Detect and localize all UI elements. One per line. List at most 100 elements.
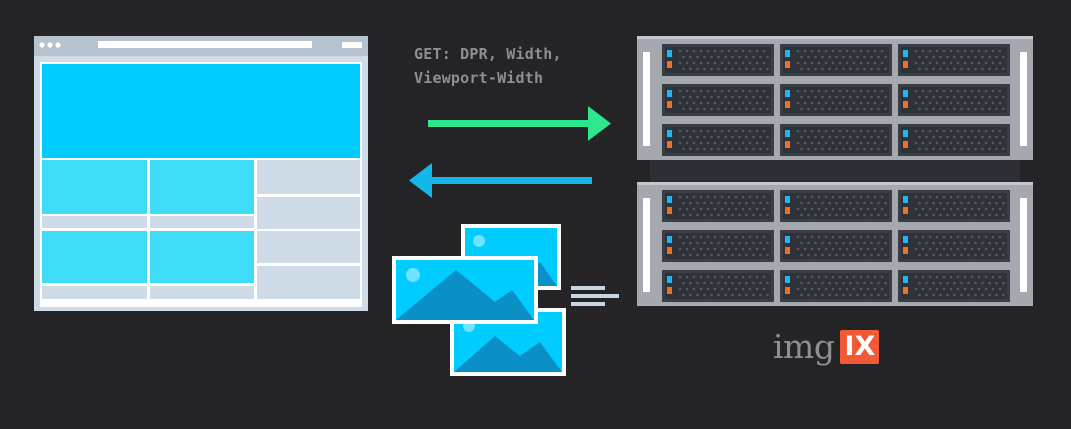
vent-dot (866, 49, 870, 53)
vent-dot (710, 241, 713, 245)
vent-dot (710, 213, 713, 217)
vent-dot (703, 55, 706, 59)
vent-dot (738, 107, 741, 111)
vent-dot (824, 287, 828, 291)
vent-dot (935, 141, 939, 145)
vent-dot (880, 247, 884, 251)
vent-dot (925, 147, 928, 151)
vent-dot (699, 129, 703, 133)
vent-dot (800, 241, 803, 245)
vent-dot (970, 89, 974, 93)
vent-dot (682, 281, 685, 285)
vent-dot (678, 247, 682, 251)
vent-dot (928, 49, 932, 53)
vent-dot (835, 67, 838, 71)
vent-dot (762, 49, 766, 53)
vent-dot (984, 129, 988, 133)
vent-dot (935, 61, 939, 65)
vent-dot (856, 55, 859, 59)
vent-dot (824, 235, 828, 239)
vent-dot (692, 287, 696, 291)
vent-dot (970, 129, 974, 133)
vent-dot (685, 129, 689, 133)
vent-dot (817, 247, 821, 251)
vent-dot (852, 235, 856, 239)
vent-dot (949, 247, 953, 251)
vent-dot (963, 195, 967, 199)
vent-dot (1002, 201, 1005, 205)
vent-dot (689, 107, 692, 111)
vent-dot (717, 281, 720, 285)
brand-text: img (773, 327, 835, 366)
vent-dot (678, 49, 682, 53)
vent-dot (800, 67, 803, 71)
vent-dot (991, 141, 995, 145)
vent-dot (977, 129, 981, 133)
vent-dot (828, 213, 831, 217)
vent-dot (984, 89, 988, 93)
vent-dot (918, 55, 921, 59)
brand-badge: IX (840, 330, 880, 364)
vent-dot (849, 147, 852, 151)
vent-dot (803, 129, 807, 133)
vent-dot (752, 281, 755, 285)
vent-dot (884, 281, 887, 285)
vent-dot (845, 287, 849, 291)
vent-dot (720, 195, 724, 199)
vent-dot (877, 293, 880, 297)
vent-dot (873, 247, 877, 251)
vent-dot (738, 213, 741, 217)
vent-dot (699, 195, 703, 199)
vent-dot (828, 253, 831, 257)
vent-dot (817, 141, 821, 145)
vent-dot (984, 101, 988, 105)
vent-dot (946, 55, 949, 59)
vent-dot (835, 293, 838, 297)
vent-dot (859, 101, 863, 105)
vent-dot (884, 213, 887, 217)
vent-dot (998, 141, 1002, 145)
vent-dot (766, 213, 769, 217)
vent-dot (803, 207, 807, 211)
drive-activity-light (785, 101, 790, 108)
vent-dot (731, 95, 734, 99)
vent-dot (956, 275, 960, 279)
drive-activity-light (903, 61, 908, 68)
vent-dot (766, 281, 769, 285)
vent-dot (699, 235, 703, 239)
drive-status-light (785, 196, 790, 203)
vent-dot (946, 67, 949, 71)
vent-dot (800, 293, 803, 297)
drive-activity-light (785, 247, 790, 254)
vent-dot (703, 67, 706, 71)
vent-dot (803, 235, 807, 239)
vent-dot (877, 95, 880, 99)
vent-dot (970, 101, 974, 105)
vent-dot (807, 213, 810, 217)
request-arrow-icon (428, 106, 611, 141)
vent-dot (692, 207, 696, 211)
vent-dot (766, 107, 769, 111)
vent-dot (734, 61, 738, 65)
vent-dot (706, 195, 710, 199)
vent-dot (766, 135, 769, 139)
vent-dot (678, 129, 682, 133)
vent-dot (821, 201, 824, 205)
vent-dot (953, 213, 956, 217)
vent-dot (880, 195, 884, 199)
vent-dot (800, 55, 803, 59)
vent-dot (831, 101, 835, 105)
vent-dot (970, 49, 974, 53)
vent-dot (703, 201, 706, 205)
vent-dot (849, 107, 852, 111)
vent-dot (928, 61, 932, 65)
vent-dot (856, 147, 859, 151)
vent-dot (870, 293, 873, 297)
vent-dot (995, 135, 998, 139)
vent-dot (863, 135, 866, 139)
vent-dot (741, 141, 745, 145)
vent-dot (800, 95, 803, 99)
vent-dot (838, 141, 842, 145)
vent-dot (870, 147, 873, 151)
vent-dot (849, 253, 852, 257)
